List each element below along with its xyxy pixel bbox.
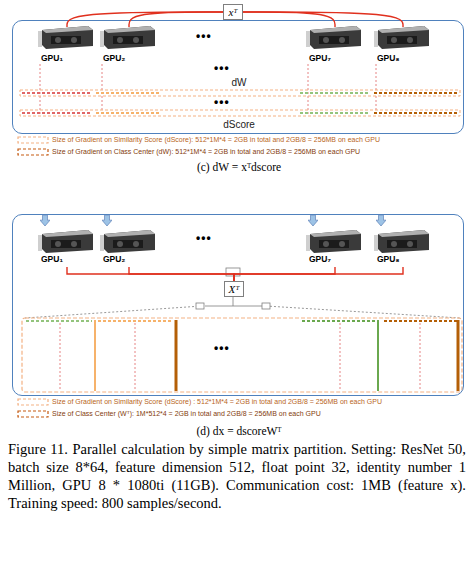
panel-frame: (d) dx = dscoreWᵀGPU₁GPU₂GPU₇GPU₈Xᵀ (12, 214, 464, 396)
legend-text: Size of Gradient on Similarity Score (dS… (52, 397, 382, 407)
panel-text: (d) dx = dscoreWᵀ (13, 425, 465, 438)
ellipsis-mark: ••• (214, 342, 230, 354)
feature-label: xᵀ (228, 7, 237, 18)
dw-row (20, 90, 460, 96)
ellipsis-mark: ••• (196, 30, 212, 42)
dscore-row (20, 110, 460, 116)
ellipsis-mark: ••• (196, 232, 212, 244)
gpu-label: GPU₈ (377, 54, 433, 64)
panel-text: dW (13, 77, 465, 89)
gather-box (226, 268, 240, 276)
gpu-card-c (38, 26, 429, 49)
gpu-label: GPU₇ (309, 54, 365, 64)
feature-box: xᵀ (223, 4, 243, 20)
gpu-label: GPU₁ (41, 54, 97, 64)
data-flow-line (67, 267, 234, 281)
data-flow-line (129, 12, 223, 27)
data-flow-line (234, 267, 403, 281)
panel-text: dScore (13, 119, 465, 131)
gpu-label: GPU₂ (103, 255, 159, 265)
ellipsis-mark: ••• (214, 62, 230, 74)
gpu-label: GPU₈ (377, 255, 433, 265)
gpu-label: GPU₇ (309, 255, 365, 265)
feature-box: Xᵀ (224, 281, 244, 297)
legend-text: Size of Class Center (Wᵀ): 1M*512*4 = 2G… (52, 409, 321, 419)
broadcast-lines (25, 296, 460, 318)
gpu-node: GPU₁ (37, 227, 97, 267)
data-flow-line (129, 267, 234, 281)
data-flow-line (243, 12, 403, 27)
data-flow-line (243, 12, 335, 27)
legend-text: Size of Gradient on Similarity Score (dS… (52, 135, 380, 145)
gpu-label: GPU₁ (41, 255, 97, 265)
panel-text: (c) dW = xᵀdscore (13, 161, 465, 174)
gpu-node: GPU₈ (373, 27, 433, 65)
gpu-node: GPU₁ (37, 27, 97, 65)
gpu-icon (40, 215, 386, 226)
gpu-node: GPU₈ (373, 227, 433, 267)
panel-frame: dWdScore(c) dW = xᵀdscorexᵀGPU₁GPU₂GPU₇G… (12, 20, 464, 134)
data-flow-line (234, 267, 335, 281)
legend-text: Size of Gradient on Class Center (dW): 5… (52, 147, 360, 157)
gpu-node: GPU₂ (99, 27, 159, 65)
ellipsis-mark: ••• (214, 96, 230, 108)
gpu-node: GPU₇ (305, 227, 365, 267)
gpu-card-d (38, 230, 429, 253)
data-flow-line (67, 12, 223, 27)
gpu-node: GPU₂ (99, 227, 159, 267)
figure-caption: Figure 11. Parallel calculation by simpl… (8, 440, 466, 512)
class-center-matrix (22, 318, 462, 392)
gpu-label: GPU₂ (103, 54, 159, 64)
gpu-node: GPU₇ (305, 27, 365, 65)
feature-label: Xᵀ (229, 284, 240, 295)
